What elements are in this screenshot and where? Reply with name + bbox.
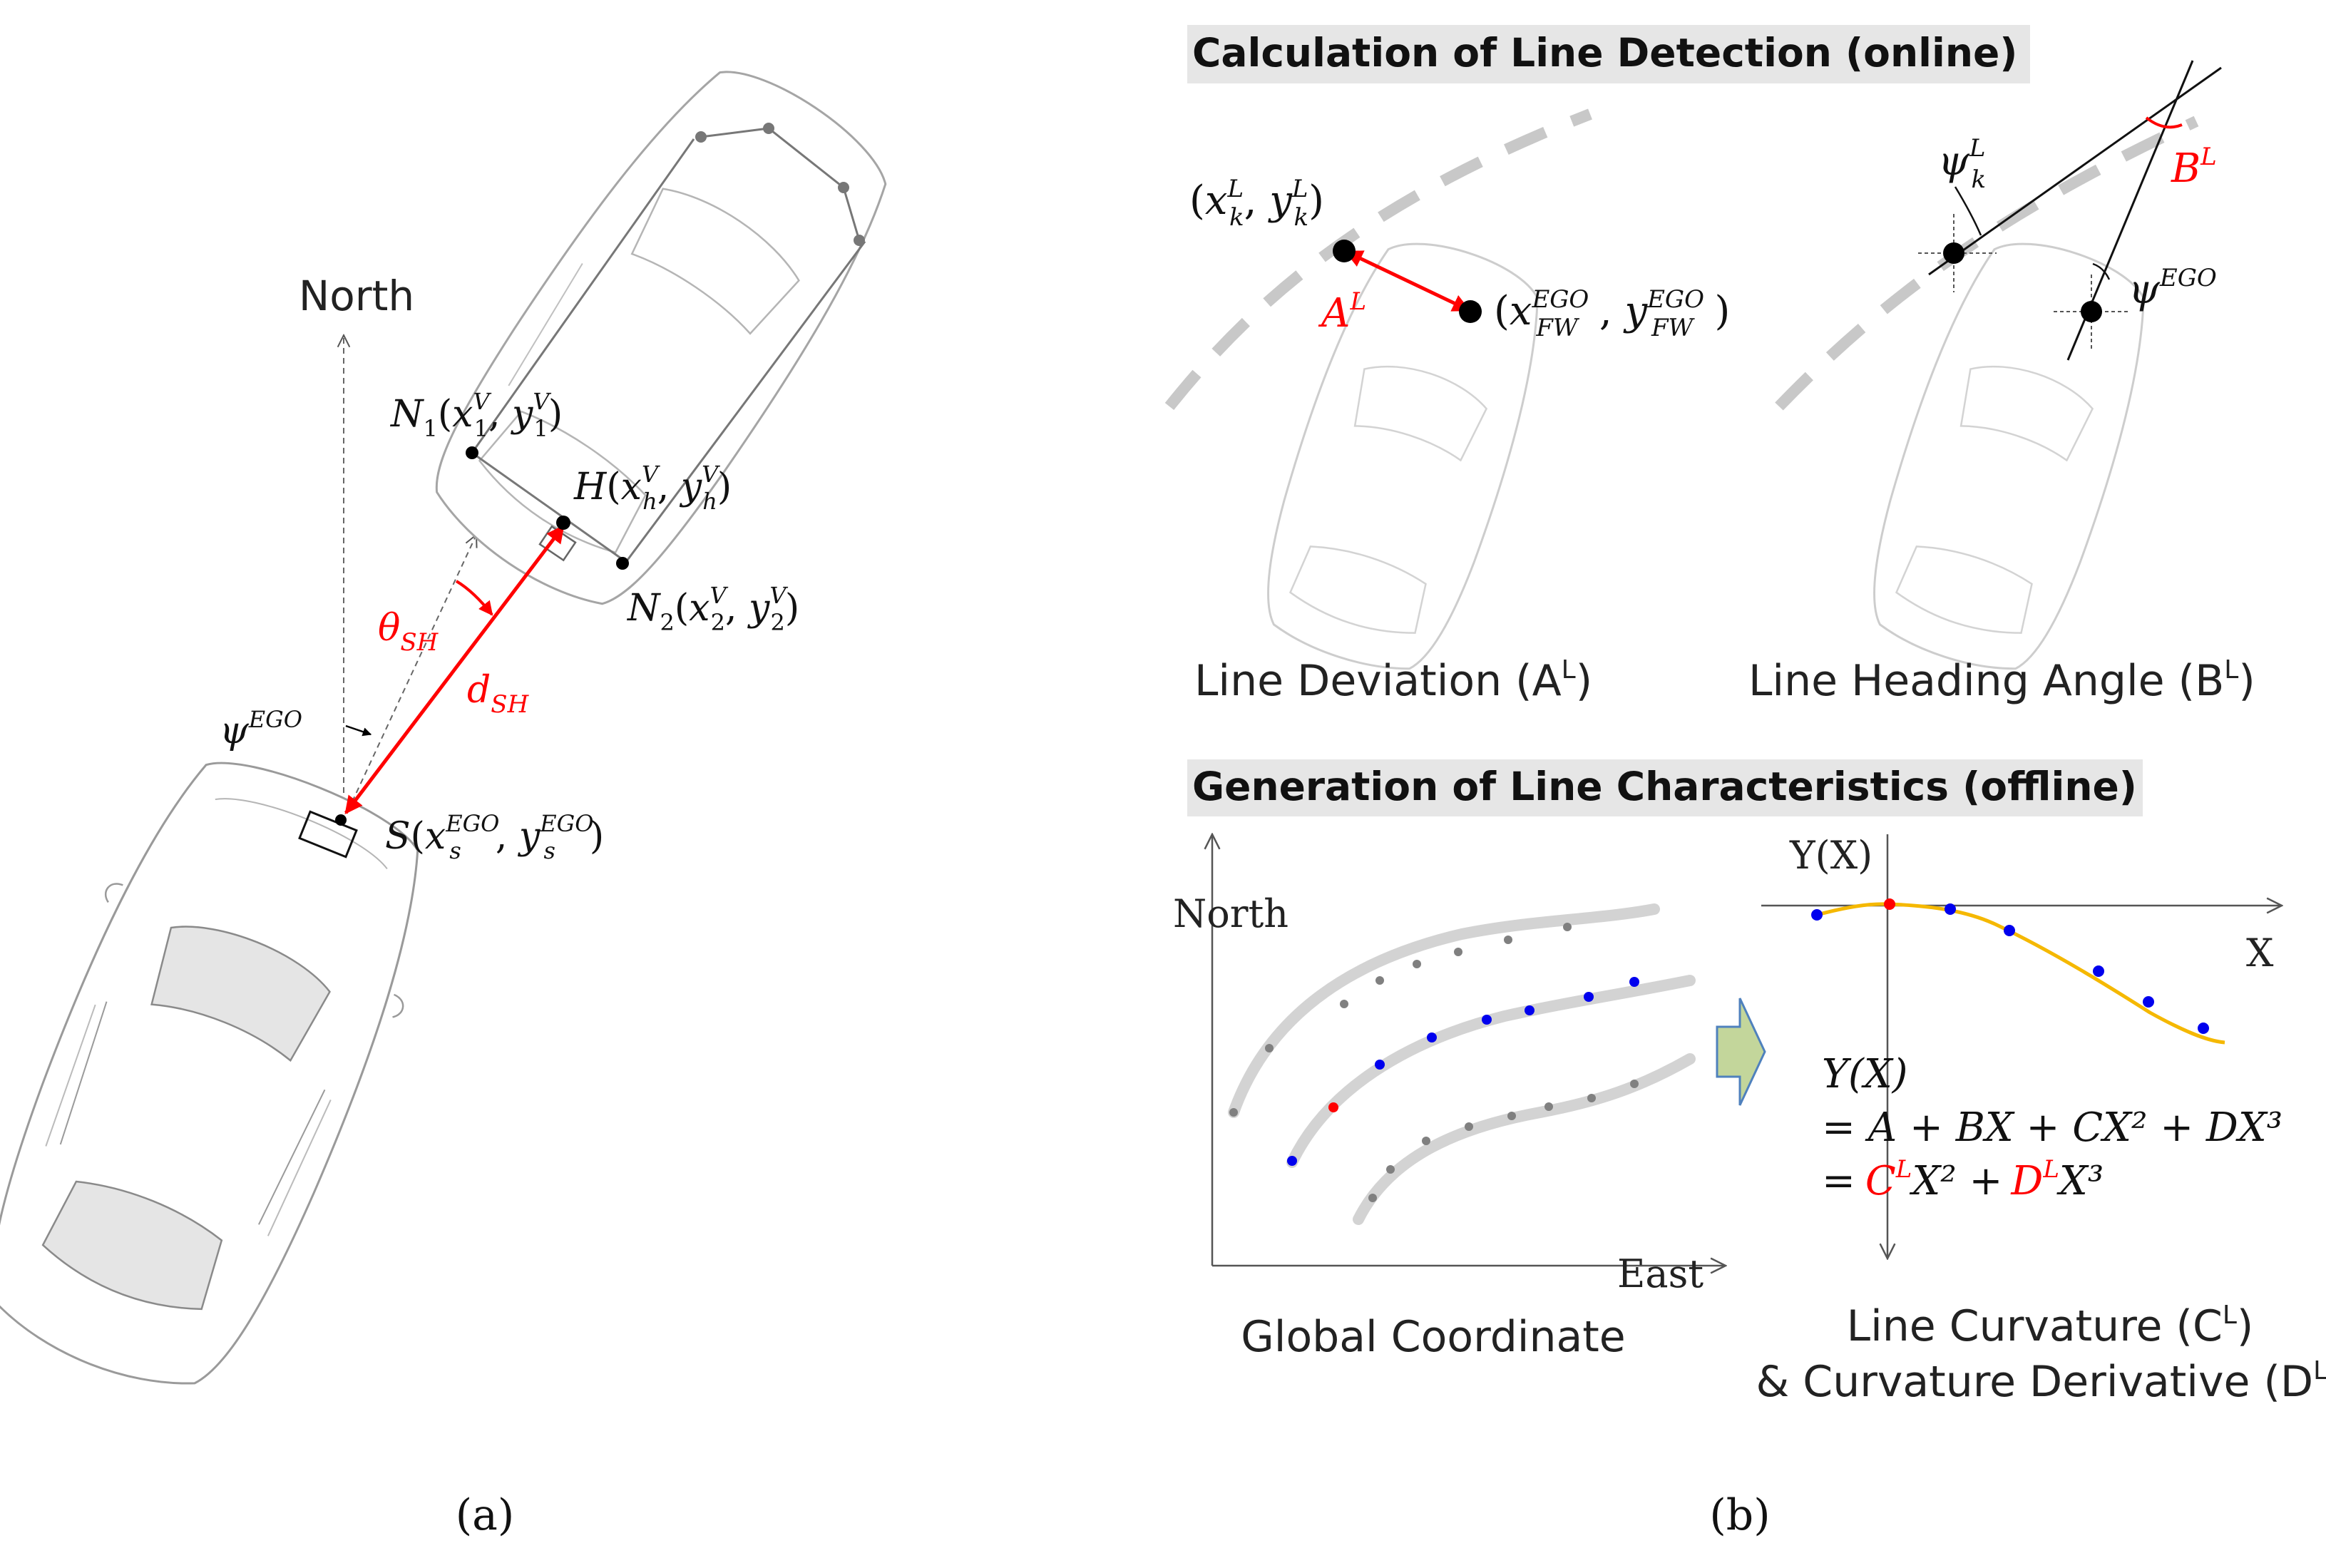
caption-b: (b): [1709, 1490, 1770, 1540]
ego-car: [0, 762, 419, 1385]
point-n2: [616, 557, 629, 570]
psi-k-arc: [1954, 186, 1982, 236]
panel-a: North: [0, 71, 887, 1540]
heading-ego-point: [2081, 301, 2102, 322]
lane-curve-1: [1228, 903, 1660, 1118]
heading-caption: Line Heading Angle (BL): [1748, 655, 2255, 706]
psi-ego-b-label: ψEGO: [2128, 264, 2217, 313]
heading-line-point: [1943, 242, 1964, 264]
a-l-arrow: [1344, 250, 1471, 312]
outline-vertices: [695, 123, 865, 246]
local-figure: Y(X) X Y(X) = A + BX + CX² + DX³ =CLX² +…: [1756, 833, 2326, 1407]
b-l-label: BL: [2171, 143, 2217, 192]
line-point: [1333, 240, 1356, 262]
fitted-points: [1811, 898, 2209, 1034]
global-figure: North East Global Coord: [1173, 834, 1726, 1362]
sensor-box: [298, 810, 358, 859]
panel-b: Calculation of Line Detection (online) (…: [1164, 25, 2326, 1540]
point-h: [556, 516, 570, 530]
north-label: North: [299, 272, 414, 320]
theta-sh-arc: [455, 580, 493, 616]
deviation-lane-line: [1164, 108, 1592, 410]
eq-line1: Y(X): [1822, 1051, 1908, 1097]
theta-sh-label: θSH: [378, 607, 439, 657]
eq-line3: =CLX² +DLX³: [1822, 1155, 2104, 1204]
deviation-car: [1267, 242, 1539, 670]
point-s: [335, 814, 347, 826]
dsh-arrow: [344, 525, 565, 814]
conversion-arrow: [1716, 998, 1766, 1106]
eq-line2: = A + BX + CX² + DX³: [1822, 1105, 2283, 1151]
fitted-curve: [1816, 902, 2225, 1045]
local-x-label: X: [2246, 931, 2274, 975]
deviation-caption: Line Deviation (AL): [1194, 655, 1592, 706]
point-n1: [466, 446, 478, 459]
ego-heading-line: [343, 535, 476, 821]
global-north-label: North: [1173, 891, 1288, 936]
online-header-bg: [1187, 25, 2030, 83]
heading-car: [1873, 242, 2145, 670]
b-l-arc: [2145, 116, 2183, 129]
a-l-label: AL: [1318, 287, 1366, 337]
local-yx-label: Y(X): [1789, 833, 1872, 878]
lane-curve-3: [1353, 1053, 1696, 1225]
lane-curve-2: [1286, 975, 1696, 1168]
global-east-label: East: [1617, 1251, 1703, 1296]
lane-1-points: [1229, 923, 1572, 1117]
psi-ego-arc: [345, 724, 372, 737]
offline-header-bg: [1187, 759, 2143, 816]
dsh-label: dSH: [467, 669, 530, 719]
curvature-caption-1: Line Curvature (CL): [1847, 1301, 2254, 1351]
lane-2-points: [1287, 977, 1639, 1166]
psi-ego-label: ψEGO: [220, 706, 302, 752]
curvature-caption-2: & Curvature Derivative (DL): [1756, 1356, 2326, 1407]
lane-3-points: [1368, 1080, 1639, 1202]
online-header: Calculation of Line Detection (online): [1192, 30, 2017, 76]
global-caption: Global Coordinate: [1241, 1312, 1625, 1362]
tangent-line: [1928, 66, 2222, 276]
psi-ego-b-arc: [2092, 262, 2111, 280]
offline-header: Generation of Line Characteristics (offl…: [1192, 764, 2137, 809]
caption-a: (a): [456, 1490, 515, 1540]
ego-fw-point: [1459, 300, 1482, 323]
target-car: [435, 71, 887, 605]
